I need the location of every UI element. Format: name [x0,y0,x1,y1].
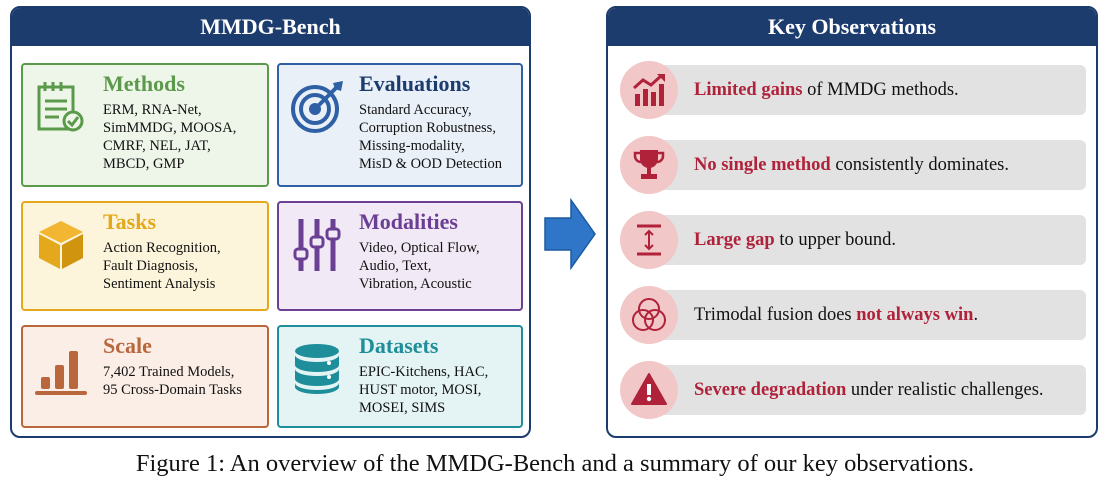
modalities-card: Modalities Video, Optical Flow, Audio, T… [277,201,523,311]
target-icon [291,81,343,133]
observation-item: Limited gains of MMDG methods. [620,61,1086,119]
observation-icon-bg [620,286,678,344]
methods-title: Methods [103,71,185,96]
checklist-icon [37,82,84,132]
evaluations-card: Evaluations Standard Accuracy, Corruptio… [277,63,523,187]
cube-icon [39,221,83,269]
methods-items: ERM, RNA-Net, SimMMDG, MOOSA, CMRF, NEL,… [103,102,237,172]
observation-item: Severe degradation under realistic chall… [620,361,1086,419]
trend-up-icon [633,74,665,106]
observation-bar [656,215,1086,265]
database-icon [295,344,339,394]
methods-card: Methods ERM, RNA-Net, SimMMDG, MOOSA, CM… [21,63,269,187]
evaluations-title: Evaluations [359,71,471,96]
observation-text: Large gap to upper bound. [694,229,896,250]
venn-icon [632,298,666,331]
datasets-card: Datasets EPIC-Kitchens, HAC, HUST motor,… [277,325,523,428]
observation-bar [656,290,1086,340]
observation-bar [656,140,1086,190]
observation-bar [656,365,1086,415]
datasets-items: EPIC-Kitchens, HAC, HUST motor, MOSI, MO… [359,364,489,416]
figure-caption: Figure 1: An overview of the MMDG-Bench … [135,450,975,477]
observation-highlight: Severe degradation [694,379,847,400]
observation-item: Large gap to upper bound. [620,211,1086,269]
tasks-card: Tasks Action Recognition, Fault Diagnosi… [21,201,269,311]
tasks-title: Tasks [103,209,157,234]
observation-text: Severe degradation under realistic chall… [694,379,1044,400]
panel-title: Key Observations [608,8,1096,46]
gap-icon [637,224,661,256]
bar-chart-icon [35,351,87,395]
key-observations-panel: Key Observations Limited gains of MMDG m… [606,6,1098,438]
observation-item: Trimodal fusion does not always win. [620,286,1086,344]
observation-icon-bg [620,61,678,119]
observation-icon-bg [620,136,678,194]
observation-text: Trimodal fusion does not always win. [694,304,979,325]
observation-text: Limited gains of MMDG methods. [694,79,959,100]
scale-card: Scale 7,402 Trained Models, 95 Cross-Dom… [21,325,269,428]
mmdg-bench-panel: MMDG-Bench Methods ERM, RNA-Net, SimMMDG… [10,6,531,438]
observation-highlight: not always win [856,304,974,325]
observation-highlight: No single method [694,154,831,175]
modalities-title: Modalities [359,209,458,234]
observation-highlight: Limited gains [694,79,803,100]
tasks-items: Action Recognition, Fault Diagnosis, Sen… [103,240,221,292]
observation-icon-bg [620,361,678,419]
scale-title: Scale [103,333,152,358]
modalities-items: Video, Optical Flow, Audio, Text, Vibrat… [359,240,480,292]
datasets-title: Datasets [359,333,439,358]
observation-icon-bg [620,211,678,269]
sliders-icon [293,219,341,271]
observation-text: No single method consistently dominates. [694,154,1010,175]
observation-bar [656,65,1086,115]
evaluations-items: Standard Accuracy, Corruption Robustness… [359,102,502,172]
trophy-icon [633,150,665,179]
scale-items: 7,402 Trained Models, 95 Cross-Domain Ta… [103,364,242,398]
panel-title: MMDG-Bench [12,8,529,46]
observation-highlight: Large gap [694,229,775,250]
right-arrow-icon [544,198,596,270]
observation-item: No single method consistently dominates. [620,136,1086,194]
warning-icon [631,373,667,405]
